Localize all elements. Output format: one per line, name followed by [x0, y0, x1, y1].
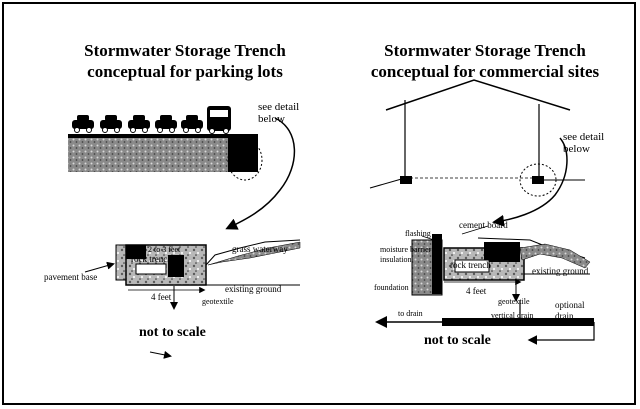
geotextile-label-right: geotextile — [498, 297, 530, 306]
right-title-line2: conceptual for commercial sites — [370, 62, 600, 81]
cement-board-label: cement board — [459, 220, 508, 230]
left-title: Stormwater Storage Trench conceptual for… — [60, 40, 310, 82]
car-icon — [72, 115, 94, 133]
detail-circle — [227, 139, 263, 181]
moisture-barrier-label: moisture barrier — [380, 245, 432, 254]
car-icon — [155, 115, 177, 133]
flashing-label: flashing — [405, 229, 431, 238]
not-to-scale-left: not to scale — [139, 325, 206, 340]
rock-trench-label: rock trench — [131, 254, 172, 264]
left-title-line1: Stormwater Storage Trench — [84, 41, 286, 60]
vertical-drain-label: vertical drain — [491, 311, 533, 320]
rock-trench-label-right: rock trench — [450, 260, 491, 270]
grass-waterway-label: grass waterway — [232, 244, 288, 254]
see-detail-label: see detail — [258, 101, 299, 113]
commercial-trench-detail — [375, 225, 595, 345]
right-title-line1: Stormwater Storage Trench — [384, 41, 586, 60]
drain-label: drain — [555, 311, 574, 321]
feet-fill-label: 2 to 3 feet — [148, 245, 181, 254]
below-label: below — [258, 113, 285, 125]
roof — [385, 79, 571, 111]
below-label-right: below — [563, 143, 590, 155]
foundation-label: foundation — [374, 283, 409, 292]
bus-icon — [207, 106, 231, 134]
insulation-label: insulation — [380, 255, 412, 264]
four-feet-label: 4 feet — [151, 292, 172, 302]
existing-ground-label: existing ground — [225, 284, 282, 294]
pavement-base-label: pavement base — [44, 272, 97, 282]
parking-lot-section — [68, 106, 296, 230]
existing-ground-label-right: existing ground — [532, 266, 589, 276]
car-icon — [181, 115, 203, 133]
detail-arrow — [492, 137, 568, 227]
trench-detail — [84, 239, 301, 359]
not-to-scale-right: not to scale — [424, 333, 491, 348]
drain-pipe — [442, 318, 594, 326]
car-icon — [100, 115, 122, 133]
to-drain-label: to drain — [398, 309, 423, 318]
car-icon — [128, 115, 150, 133]
right-title: Stormwater Storage Trench conceptual for… — [350, 40, 620, 82]
detail-arrow — [225, 117, 296, 230]
left-title-line2: conceptual for parking lots — [87, 62, 283, 81]
geotextile-label: geotextile — [202, 297, 234, 306]
building-section — [369, 79, 585, 227]
optional-label: optional — [555, 300, 585, 310]
detail-circle — [519, 163, 557, 197]
four-feet-label-right: 4 feet — [466, 286, 487, 296]
see-detail-label-right: see detail — [563, 131, 604, 143]
